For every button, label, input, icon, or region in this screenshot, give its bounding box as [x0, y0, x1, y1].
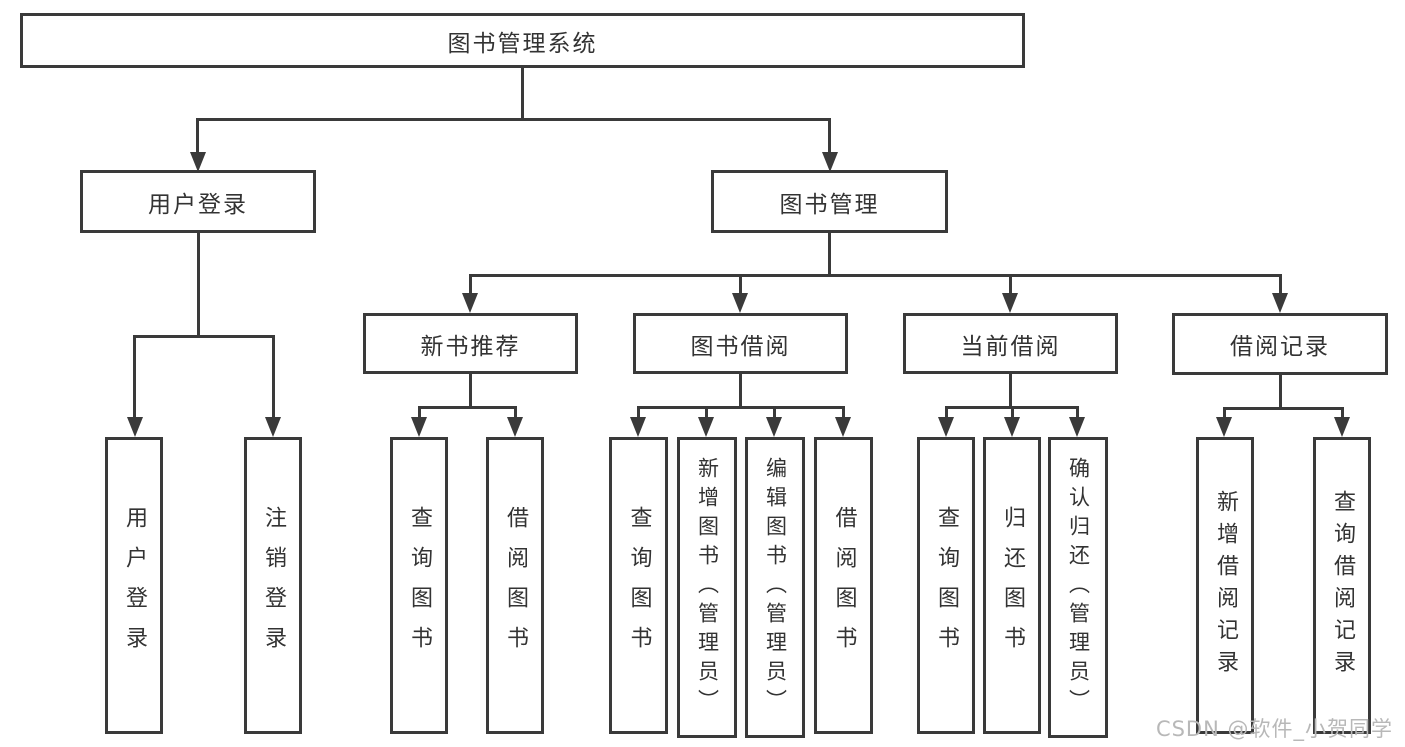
- connector-newbook-trunk: [469, 374, 472, 409]
- node-label: 图书管理系统: [447, 30, 598, 57]
- arrow-down-icon: [265, 417, 281, 437]
- arrow-down-icon: [127, 417, 143, 437]
- arrow-down-icon: [766, 417, 782, 437]
- node-book-management: 图书管理: [711, 170, 948, 233]
- connector-bookmgmt-stub: [1009, 274, 1012, 295]
- connector-records-stub: [1341, 407, 1344, 419]
- arrow-down-icon: [1216, 417, 1232, 437]
- connector-newbook-stub: [514, 406, 517, 419]
- arrow-down-icon: [1002, 293, 1018, 313]
- leaf-confirm-return-admin: 确认归还（管理员）: [1048, 437, 1108, 738]
- leaf-logout: 注销登录: [244, 437, 302, 734]
- connector-borrowing-rail: [637, 406, 845, 409]
- connector-current-trunk: [1009, 374, 1012, 409]
- connector-root-trunk: [521, 68, 524, 121]
- node-label: 当前借阅: [960, 333, 1061, 360]
- arrow-down-icon: [822, 152, 838, 172]
- arrow-down-icon: [630, 417, 646, 437]
- arrow-down-icon: [190, 152, 206, 172]
- arrow-down-icon: [1069, 417, 1085, 437]
- leaf-add-book-admin: 新增图书（管理员）: [677, 437, 737, 738]
- node-borrowing-records: 借阅记录: [1172, 313, 1388, 375]
- arrow-down-icon: [411, 417, 427, 437]
- connector-userlogin-stub: [272, 335, 275, 419]
- node-current-borrowing: 当前借阅: [903, 313, 1118, 374]
- leaf-return-books: 归还图书: [983, 437, 1041, 734]
- connector-borrowing-stub: [637, 406, 640, 419]
- node-label: 借阅图书: [831, 505, 857, 666]
- connector-borrowing-stub: [773, 406, 776, 419]
- node-label: 确认归还（管理员）: [1066, 457, 1091, 718]
- arrow-down-icon: [1272, 293, 1288, 313]
- node-label: 归还图书: [1000, 505, 1025, 666]
- node-label: 用户登录: [148, 191, 248, 218]
- node-new-book-recommend: 新书推荐: [363, 313, 578, 374]
- connector-bookmgmt-stub: [469, 274, 472, 295]
- node-label: 用户登录: [122, 505, 147, 666]
- node-label: 注销登录: [261, 505, 286, 666]
- watermark-text: CSDN @软件_小贺同学: [1155, 717, 1393, 741]
- node-user-login: 用户登录: [80, 170, 316, 233]
- leaf-query-books-current: 查询图书: [917, 437, 975, 734]
- arrow-down-icon: [698, 417, 714, 437]
- connector-userlogin-stub: [133, 335, 136, 419]
- connector-borrowing-stub: [705, 406, 708, 419]
- node-label: 查询图书: [934, 505, 959, 666]
- connector-newbook-stub: [418, 406, 421, 419]
- connector-records-rail: [1223, 407, 1344, 410]
- connector-current-stub: [945, 406, 948, 419]
- connector-bookmgmt-stub: [1279, 274, 1282, 295]
- node-label: 借阅记录: [1230, 334, 1330, 360]
- arrow-down-icon: [1334, 417, 1350, 437]
- arrow-down-icon: [732, 293, 748, 313]
- connector-bookmgmt-stub: [739, 274, 742, 295]
- leaf-edit-book-admin: 编辑图书（管理员）: [745, 437, 805, 738]
- arrow-down-icon: [938, 417, 954, 437]
- leaf-query-books-recommend: 查询图书: [390, 437, 448, 734]
- leaf-add-borrow-record: 新增借阅记录: [1196, 437, 1254, 734]
- connector-current-stub: [1011, 406, 1014, 419]
- connector-current-stub: [1076, 406, 1079, 419]
- node-label: 查询借阅记录: [1330, 489, 1355, 682]
- leaf-borrow-books-borrowing: 借阅图书: [814, 437, 873, 734]
- connector-newbook-rail: [418, 406, 517, 409]
- leaf-borrow-books-recommend: 借阅图书: [486, 437, 544, 734]
- node-label: 新增借阅记录: [1213, 489, 1238, 682]
- connector-root-rail: [196, 118, 831, 121]
- connector-root-stub-right: [828, 118, 831, 154]
- connector-userlogin-trunk: [197, 233, 200, 338]
- connector-root-stub-left: [196, 118, 199, 154]
- node-label: 编辑图书（管理员）: [763, 457, 788, 718]
- node-label: 图书借阅: [690, 333, 791, 360]
- node-label: 新书推荐: [420, 333, 521, 360]
- node-label: 查询图书: [407, 505, 432, 666]
- connector-bookmgmt-trunk: [828, 233, 831, 277]
- node-label: 借阅图书: [503, 505, 528, 666]
- arrow-down-icon: [1004, 417, 1020, 437]
- connector-records-trunk: [1279, 375, 1282, 410]
- connector-borrowing-trunk: [739, 374, 742, 409]
- leaf-query-books-borrowing: 查询图书: [609, 437, 668, 734]
- node-label: 图书管理: [779, 191, 880, 218]
- connector-records-stub: [1223, 407, 1226, 419]
- node-label: 新增图书（管理员）: [695, 457, 720, 718]
- connector-bookmgmt-rail: [469, 274, 1282, 277]
- node-label: 查询图书: [626, 505, 652, 666]
- arrow-down-icon: [507, 417, 523, 437]
- connector-borrowing-stub: [842, 406, 845, 419]
- node-book-borrowing: 图书借阅: [633, 313, 848, 374]
- node-library-management-system: 图书管理系统: [20, 13, 1025, 68]
- connector-userlogin-rail: [133, 335, 275, 338]
- leaf-query-borrow-record: 查询借阅记录: [1313, 437, 1371, 734]
- leaf-user-login: 用户登录: [105, 437, 163, 734]
- arrow-down-icon: [462, 293, 478, 313]
- arrow-down-icon: [835, 417, 851, 437]
